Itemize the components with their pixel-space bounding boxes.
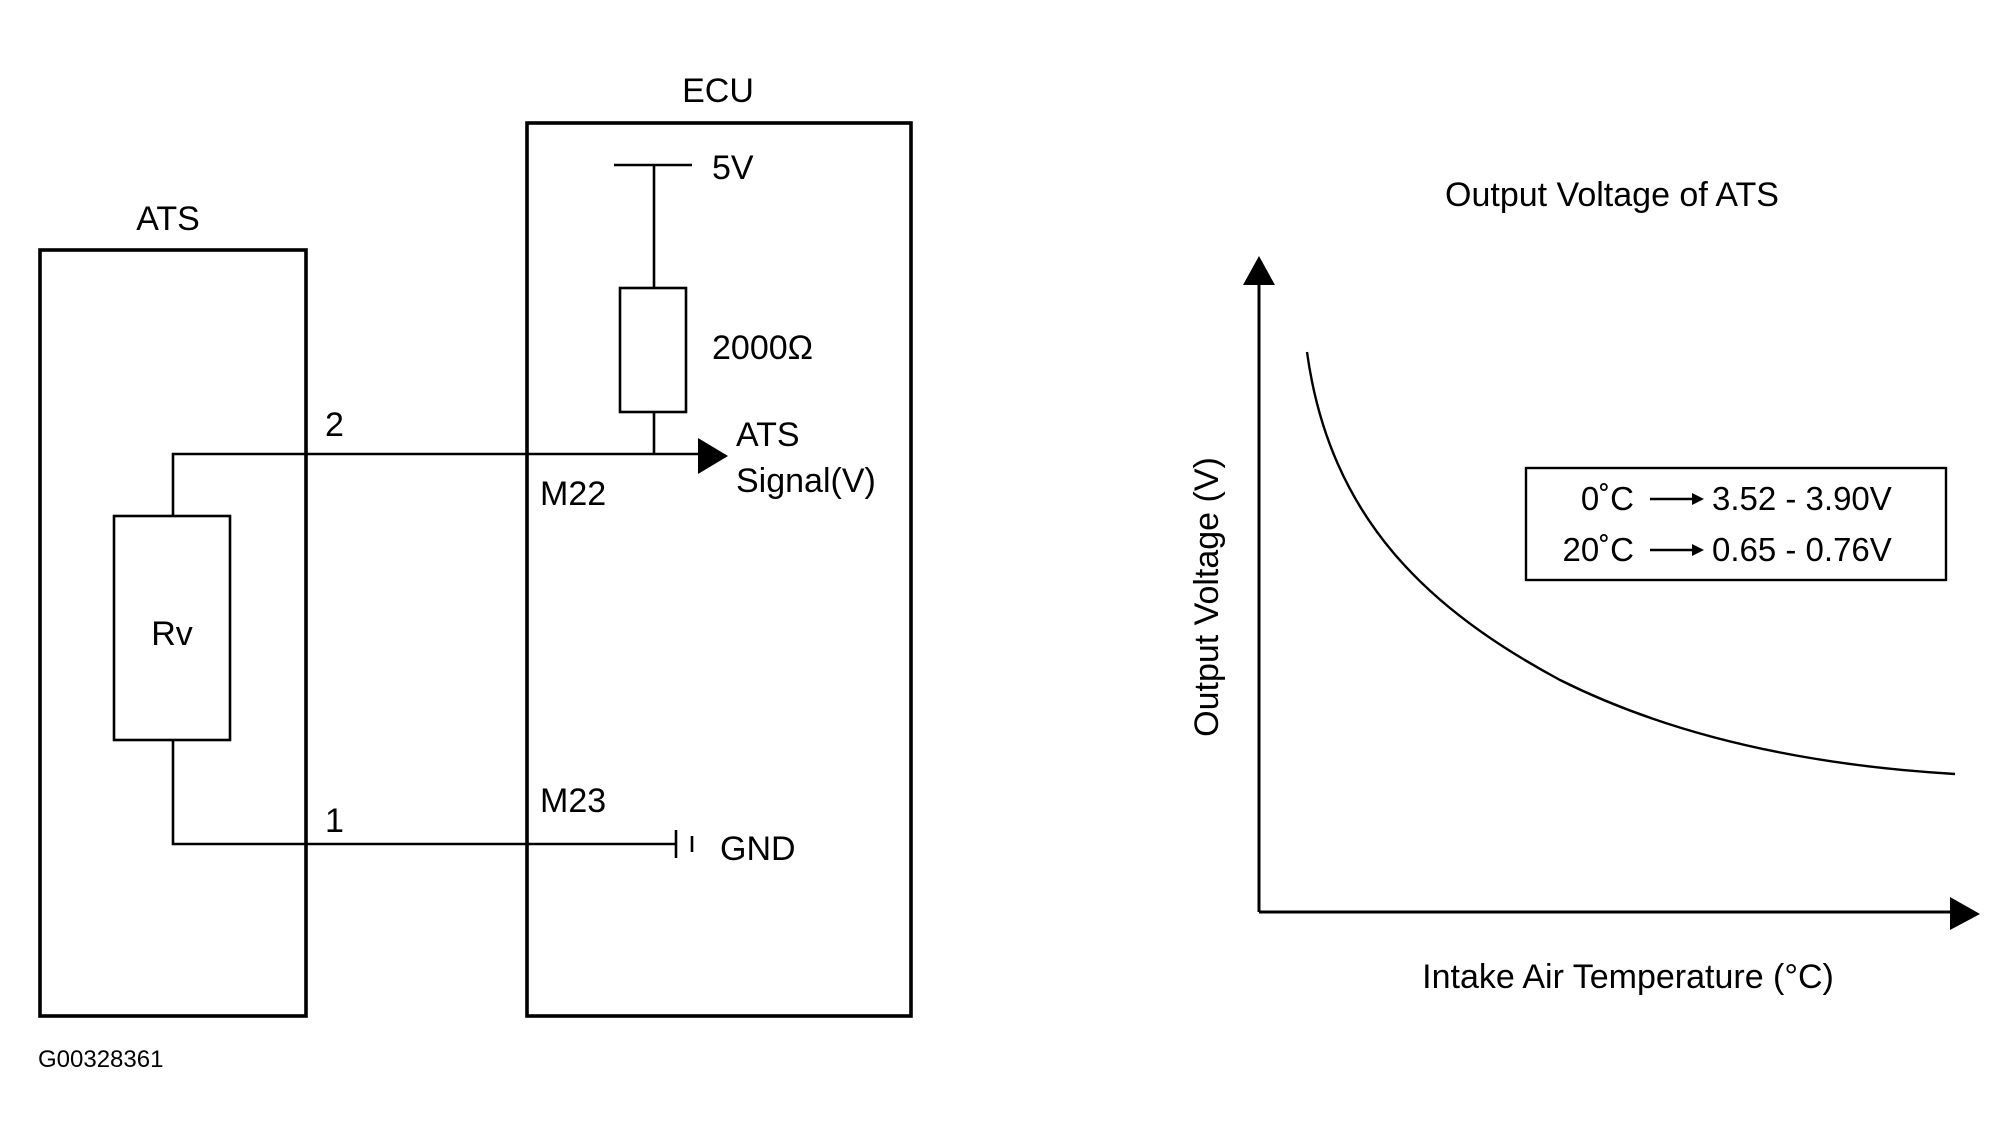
ground-wire xyxy=(171,740,676,846)
signal-arrowhead xyxy=(698,438,728,474)
legend-voltage-0: 3.52 - 3.90V xyxy=(1712,480,1892,517)
voltage-curve xyxy=(1305,351,1956,776)
terminal-m22-label: M22 xyxy=(540,475,606,513)
pullup-resistor xyxy=(618,286,688,414)
ground-label: GND xyxy=(720,830,796,868)
y-axis-label: Output Voltage (V) xyxy=(1188,457,1226,737)
signal-wire xyxy=(171,452,700,516)
ats-box xyxy=(38,248,308,1018)
x-axis-arrow xyxy=(1950,897,1980,930)
figure-id: G00328361 xyxy=(38,1046,163,1073)
legend-box xyxy=(1524,466,1948,582)
legend-arrowhead-1 xyxy=(1692,544,1704,556)
legend-arrowhead-0 xyxy=(1692,493,1704,505)
x-axis-label: Intake Air Temperature (°C) xyxy=(1422,958,1834,996)
graph-title: Output Voltage of ATS xyxy=(1445,176,1779,214)
voltage-graph: Output Voltage of ATS Output Voltage (V)… xyxy=(1188,176,1980,996)
legend-row-1: 20˚C 0.65 - 0.76V xyxy=(1562,531,1891,568)
circuit-diagram: ATS Rv ECU 5V 2000Ω 2 M22 ATS Signal(V) … xyxy=(38,72,913,1018)
pin-1-label: 1 xyxy=(325,802,344,840)
signal-label-line1: ATS xyxy=(736,416,800,454)
legend-temp-0: 0˚C xyxy=(1581,480,1634,517)
ats-label: ATS xyxy=(136,200,200,238)
legend-voltage-1: 0.65 - 0.76V xyxy=(1712,531,1892,568)
terminal-m23-label: M23 xyxy=(540,782,606,820)
signal-label-line2: Signal(V) xyxy=(736,462,876,500)
pin-2-label: 2 xyxy=(325,406,344,444)
pullup-resistor-label: 2000Ω xyxy=(712,329,813,367)
rv-label: Rv xyxy=(151,615,193,653)
ecu-box xyxy=(525,121,913,1018)
supply-label: 5V xyxy=(712,149,754,187)
ecu-label: ECU xyxy=(682,72,754,110)
legend-temp-1: 20˚C xyxy=(1562,531,1634,568)
y-axis-arrow xyxy=(1243,256,1275,285)
legend-row-0: 0˚C 3.52 - 3.90V xyxy=(1581,480,1892,517)
